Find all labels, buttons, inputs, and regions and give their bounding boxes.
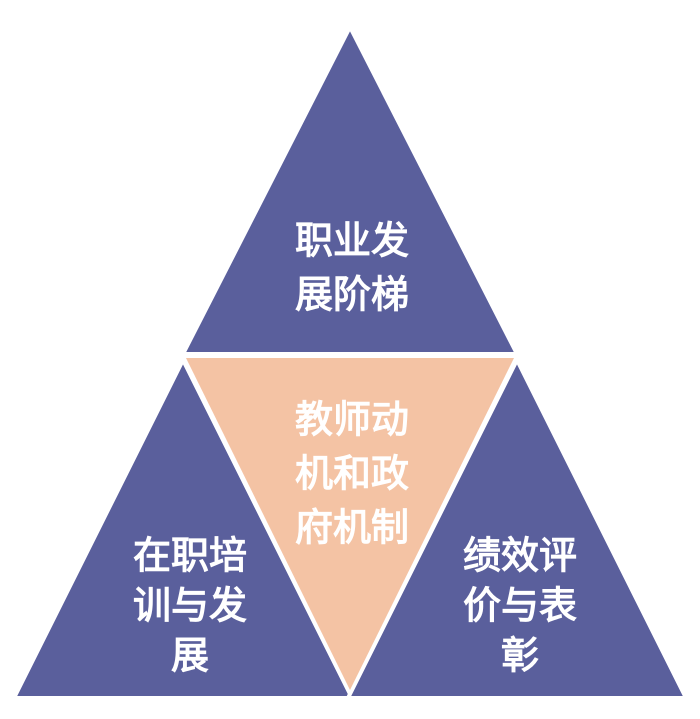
top-label-line2: 展阶梯: [295, 273, 409, 317]
center-label-line3: 府机制: [295, 506, 409, 550]
right-label-line3: 彰: [501, 634, 539, 678]
center-label-line2: 机和政: [295, 452, 409, 496]
left-label-line1: 在职培: [133, 534, 247, 578]
right-label-line2: 价与表: [463, 584, 577, 628]
left-label-line3: 展: [171, 634, 209, 678]
right-label-line1: 绩效评: [463, 534, 577, 578]
left-triangle: [12, 358, 354, 700]
left-label-line2: 训与发: [133, 584, 247, 628]
top-triangle: [181, 25, 519, 356]
center-triangle: [186, 358, 514, 690]
right-triangle: [346, 358, 688, 700]
top-label-line1: 职业发: [295, 219, 409, 263]
center-label-line1: 教师动: [295, 398, 409, 442]
